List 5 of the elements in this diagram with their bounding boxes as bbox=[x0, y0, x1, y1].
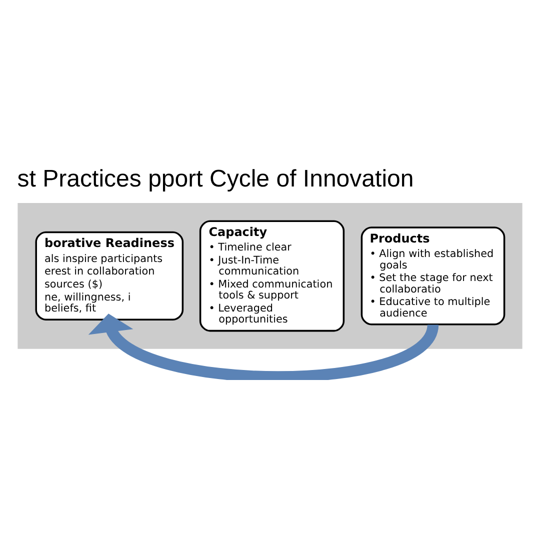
cluster bbox=[18, 202, 522, 348]
node-box: borative Readiness als inspire participants erest in collaboration sources ($) ne, willingness, i beliefs, fit bbox=[35, 230, 184, 320]
node-box: Capacity • Timeline clear • Just-In-Time communication • Mixed communication tools & support • Leveraged opportunities bbox=[199, 220, 345, 332]
node-box: Products • Align with established goals • Set the stage for next collaboratio • Educative to multiple audience bbox=[360, 226, 506, 325]
diagram-title: st Practices pport Cycle of Innovation bbox=[17, 165, 414, 192]
